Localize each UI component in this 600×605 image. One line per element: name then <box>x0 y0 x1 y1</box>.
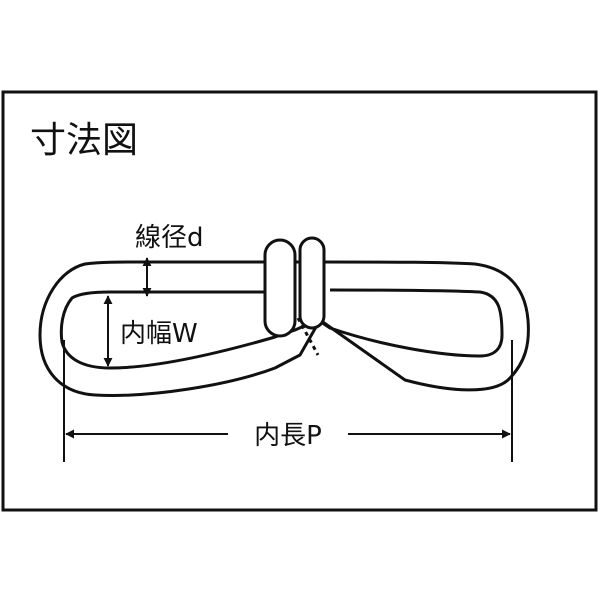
wire-diameter-dimension <box>138 257 160 297</box>
link-shape <box>38 260 530 397</box>
link-outer-contour <box>38 260 530 397</box>
diagram-frame <box>1 90 598 512</box>
wire-wraps <box>263 236 326 338</box>
inner-width-label: 内幅W <box>120 319 198 349</box>
twist-seam <box>296 317 320 356</box>
link-inner-contour <box>59 288 504 370</box>
wire-wrap-left <box>263 238 297 338</box>
inner-length-dimension <box>63 340 513 462</box>
wire-wrap-right <box>298 236 326 330</box>
inner-length-label: 内長P <box>254 421 322 451</box>
wire-diameter-label: 線径d <box>135 223 204 253</box>
diagram-title: 寸法図 <box>30 120 138 161</box>
